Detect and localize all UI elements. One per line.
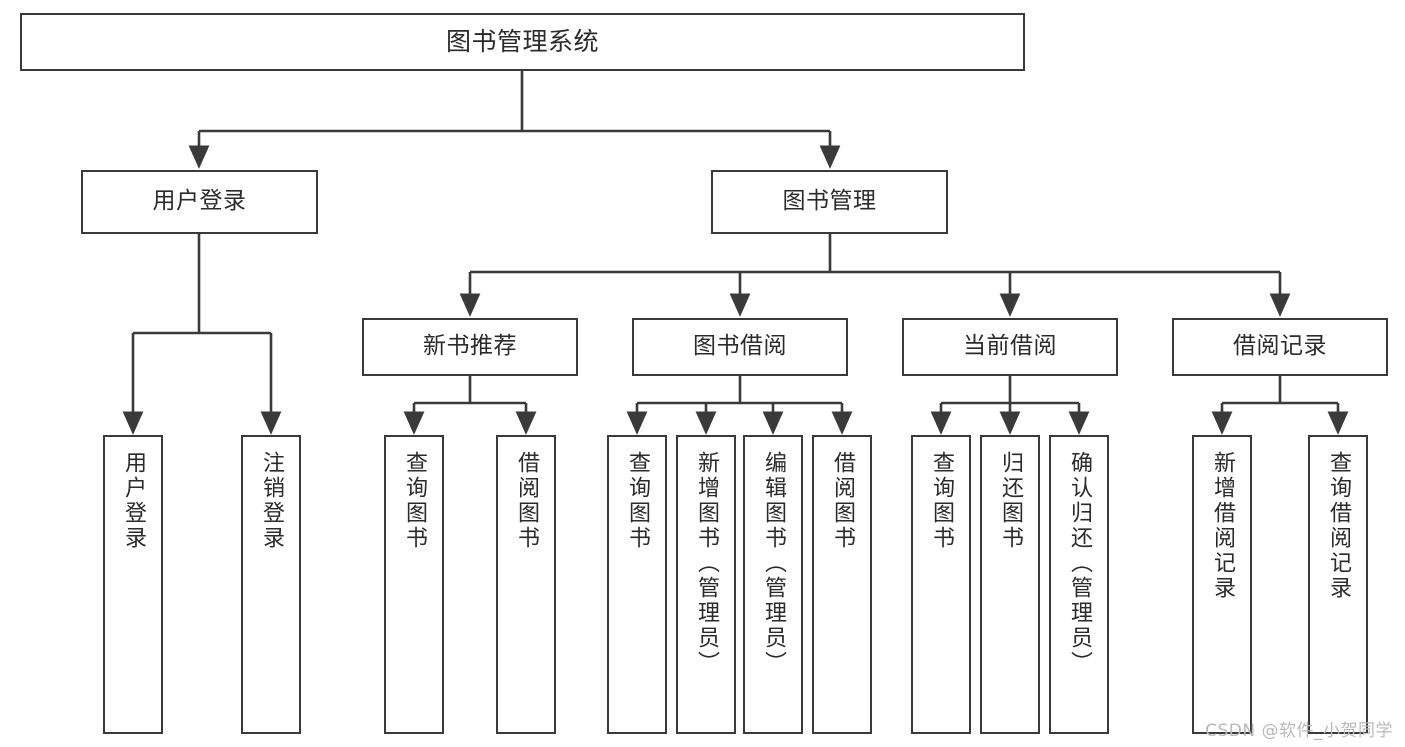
leaf-add-book-admin[interactable]: 新增图书（管理员） <box>676 435 736 734</box>
node-book-borrow[interactable]: 图书借阅 <box>632 318 848 376</box>
node-label: 查询借阅记录 <box>1325 451 1351 601</box>
node-label: 查询图书 <box>928 451 954 551</box>
node-label: 新增借阅记录 <box>1209 451 1235 601</box>
leaf-add-borrow-record[interactable]: 新增借阅记录 <box>1192 435 1252 734</box>
leaf-edit-book-admin[interactable]: 编辑图书（管理员） <box>743 435 803 734</box>
node-label: 用户登录 <box>152 188 247 215</box>
node-label: 编辑图书（管理员） <box>760 451 786 676</box>
node-label: 图书借阅 <box>693 333 787 360</box>
leaf-logout[interactable]: 注销登录 <box>241 435 301 734</box>
node-label: 借阅图书 <box>829 451 855 551</box>
leaf-confirm-return-admin[interactable]: 确认归还（管理员） <box>1049 435 1109 734</box>
leaf-query-book-borrow[interactable]: 查询图书 <box>607 435 667 734</box>
leaf-borrow-book[interactable]: 借阅图书 <box>812 435 872 734</box>
node-label: 新书推荐 <box>423 333 517 360</box>
node-label: 归还图书 <box>997 451 1023 551</box>
node-label: 图书管理 <box>782 188 877 215</box>
leaf-query-borrow-record[interactable]: 查询借阅记录 <box>1308 435 1368 734</box>
node-user-login[interactable]: 用户登录 <box>81 170 318 234</box>
node-new-book-recommend[interactable]: 新书推荐 <box>362 318 578 376</box>
node-book-management[interactable]: 图书管理 <box>711 170 948 234</box>
node-label: 用户登录 <box>120 451 146 551</box>
node-label: 图书管理系统 <box>445 27 599 56</box>
leaf-user-login[interactable]: 用户登录 <box>103 435 163 734</box>
node-label: 确认归还（管理员） <box>1066 451 1092 676</box>
node-label: 当前借阅 <box>963 333 1057 360</box>
node-root-system[interactable]: 图书管理系统 <box>20 13 1025 71</box>
node-borrow-record[interactable]: 借阅记录 <box>1172 318 1388 376</box>
leaf-return-book[interactable]: 归还图书 <box>980 435 1040 734</box>
leaf-borrow-book-recommend[interactable]: 借阅图书 <box>496 435 556 734</box>
leaf-query-book-recommend[interactable]: 查询图书 <box>384 435 444 734</box>
node-label: 注销登录 <box>258 451 284 551</box>
node-label: 查询图书 <box>401 451 427 551</box>
leaf-query-book-current[interactable]: 查询图书 <box>911 435 971 734</box>
node-label: 查询图书 <box>624 451 650 551</box>
node-current-borrow[interactable]: 当前借阅 <box>902 318 1118 376</box>
node-label: 借阅图书 <box>513 451 539 551</box>
watermark-text: CSDN @软件_小贺同学 <box>1205 721 1393 741</box>
node-label: 新增图书（管理员） <box>693 451 719 676</box>
node-label: 借阅记录 <box>1233 333 1327 360</box>
